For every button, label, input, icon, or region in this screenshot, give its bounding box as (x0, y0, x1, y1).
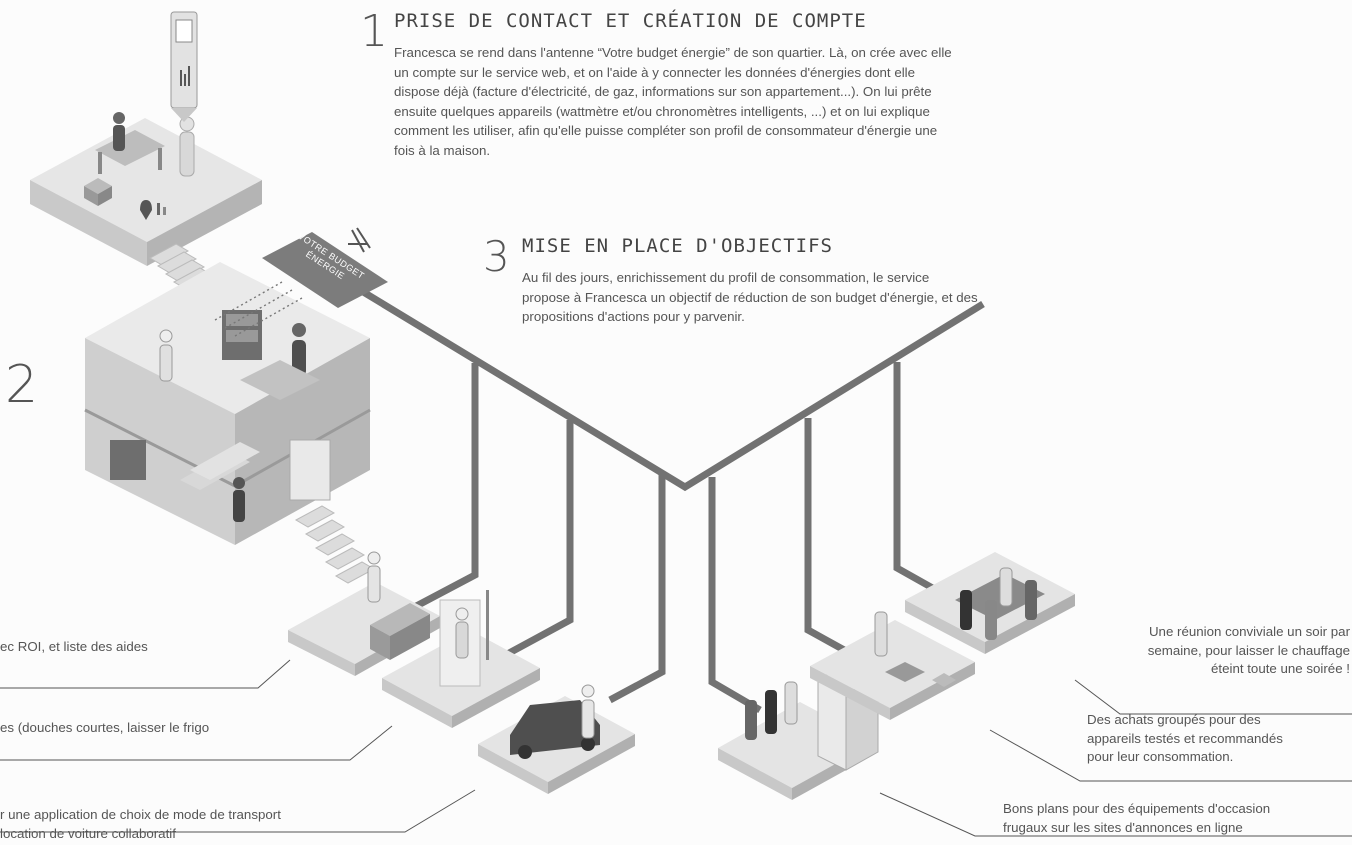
step-1-body: Francesca se rend dans l'antenne “Votre … (394, 43, 1114, 160)
caption-line: Des achats groupés pour des (1087, 712, 1261, 727)
caption-group-purchase: Des achats groupés pour des appareils te… (1087, 711, 1327, 767)
caption-line: ec ROI, et liste des aides (0, 639, 148, 654)
caption-line: frugaux sur les sites d'annonces en lign… (1003, 819, 1243, 835)
platform-shower (382, 590, 540, 728)
step-2-number: 2 (5, 355, 39, 415)
caption-transport: r une application de choix de mode de tr… (0, 806, 281, 843)
step-1-line: un compte sur le service web, et on l'ai… (394, 64, 916, 80)
step-3-line: propose à Francesca un objectif de réduc… (522, 289, 978, 305)
caption-meeting: Une réunion conviviale un soir par semai… (1090, 623, 1350, 679)
connection-pipes (358, 287, 985, 714)
caption-secondhand: Bons plans pour des équipements d'occasi… (1003, 800, 1348, 837)
step-1-line: comment les utiliser, afin qu'elle puiss… (394, 123, 938, 138)
caption-line: es (douches courtes, laisser le frigo (0, 720, 210, 735)
platform-group-purchase (810, 611, 975, 720)
caption-line: Une réunion conviviale un soir par (1148, 624, 1350, 639)
caption-line: Bons plans pour des équipements d'occasi… (1003, 801, 1271, 816)
caption-eco-gestures: es (douches courtes, laisser le frigo (0, 719, 209, 738)
house (84, 262, 371, 545)
agency-platform (30, 112, 262, 266)
platform-meeting (905, 552, 1075, 654)
caption-line: location de voiture collaboratif (0, 825, 176, 841)
step-1-line: Francesca se rend dans l'antenne “Votre … (394, 45, 952, 60)
step-3-line: Au fil des jours, enrichissement du prof… (522, 270, 930, 285)
step-1-number: 1 (360, 6, 388, 57)
caption-leader-lines (0, 659, 1352, 837)
caption-line: pour leur consommation. (1087, 749, 1234, 764)
caption-line: semaine, pour laisser le chauffage (1147, 642, 1350, 658)
step-3-title: MISE EN PLACE D'OBJECTIFS (522, 235, 833, 257)
platform-car (478, 684, 635, 794)
caption-line: appareils testés et recommandés (1087, 730, 1283, 746)
step-1-title: PRISE DE CONTACT ET CRÉATION DE COMPTE (394, 10, 867, 32)
step-3-number: 3 (483, 232, 510, 281)
stairs-lower (294, 505, 376, 584)
budget-energy-sign (262, 227, 388, 308)
platform-renovation (288, 551, 440, 676)
caption-line: éteint toute une soirée ! (1211, 661, 1350, 676)
step-3-body: Au fil des jours, enrichissement du prof… (522, 268, 1042, 327)
caption-line: r une application de choix de mode de tr… (0, 807, 281, 822)
step-3-line: propositions d'actions pour y parvenir. (522, 309, 745, 324)
step-1-line: fois à la maison. (394, 142, 491, 158)
step-1-line: dispose déjà (facture d'électricité, de … (394, 84, 932, 99)
step-1-line: ensuite quelques appareils (wattmètre et… (394, 103, 930, 119)
caption-renovation: ec ROI, et liste des aides (0, 638, 148, 657)
info-kiosk (170, 11, 198, 122)
